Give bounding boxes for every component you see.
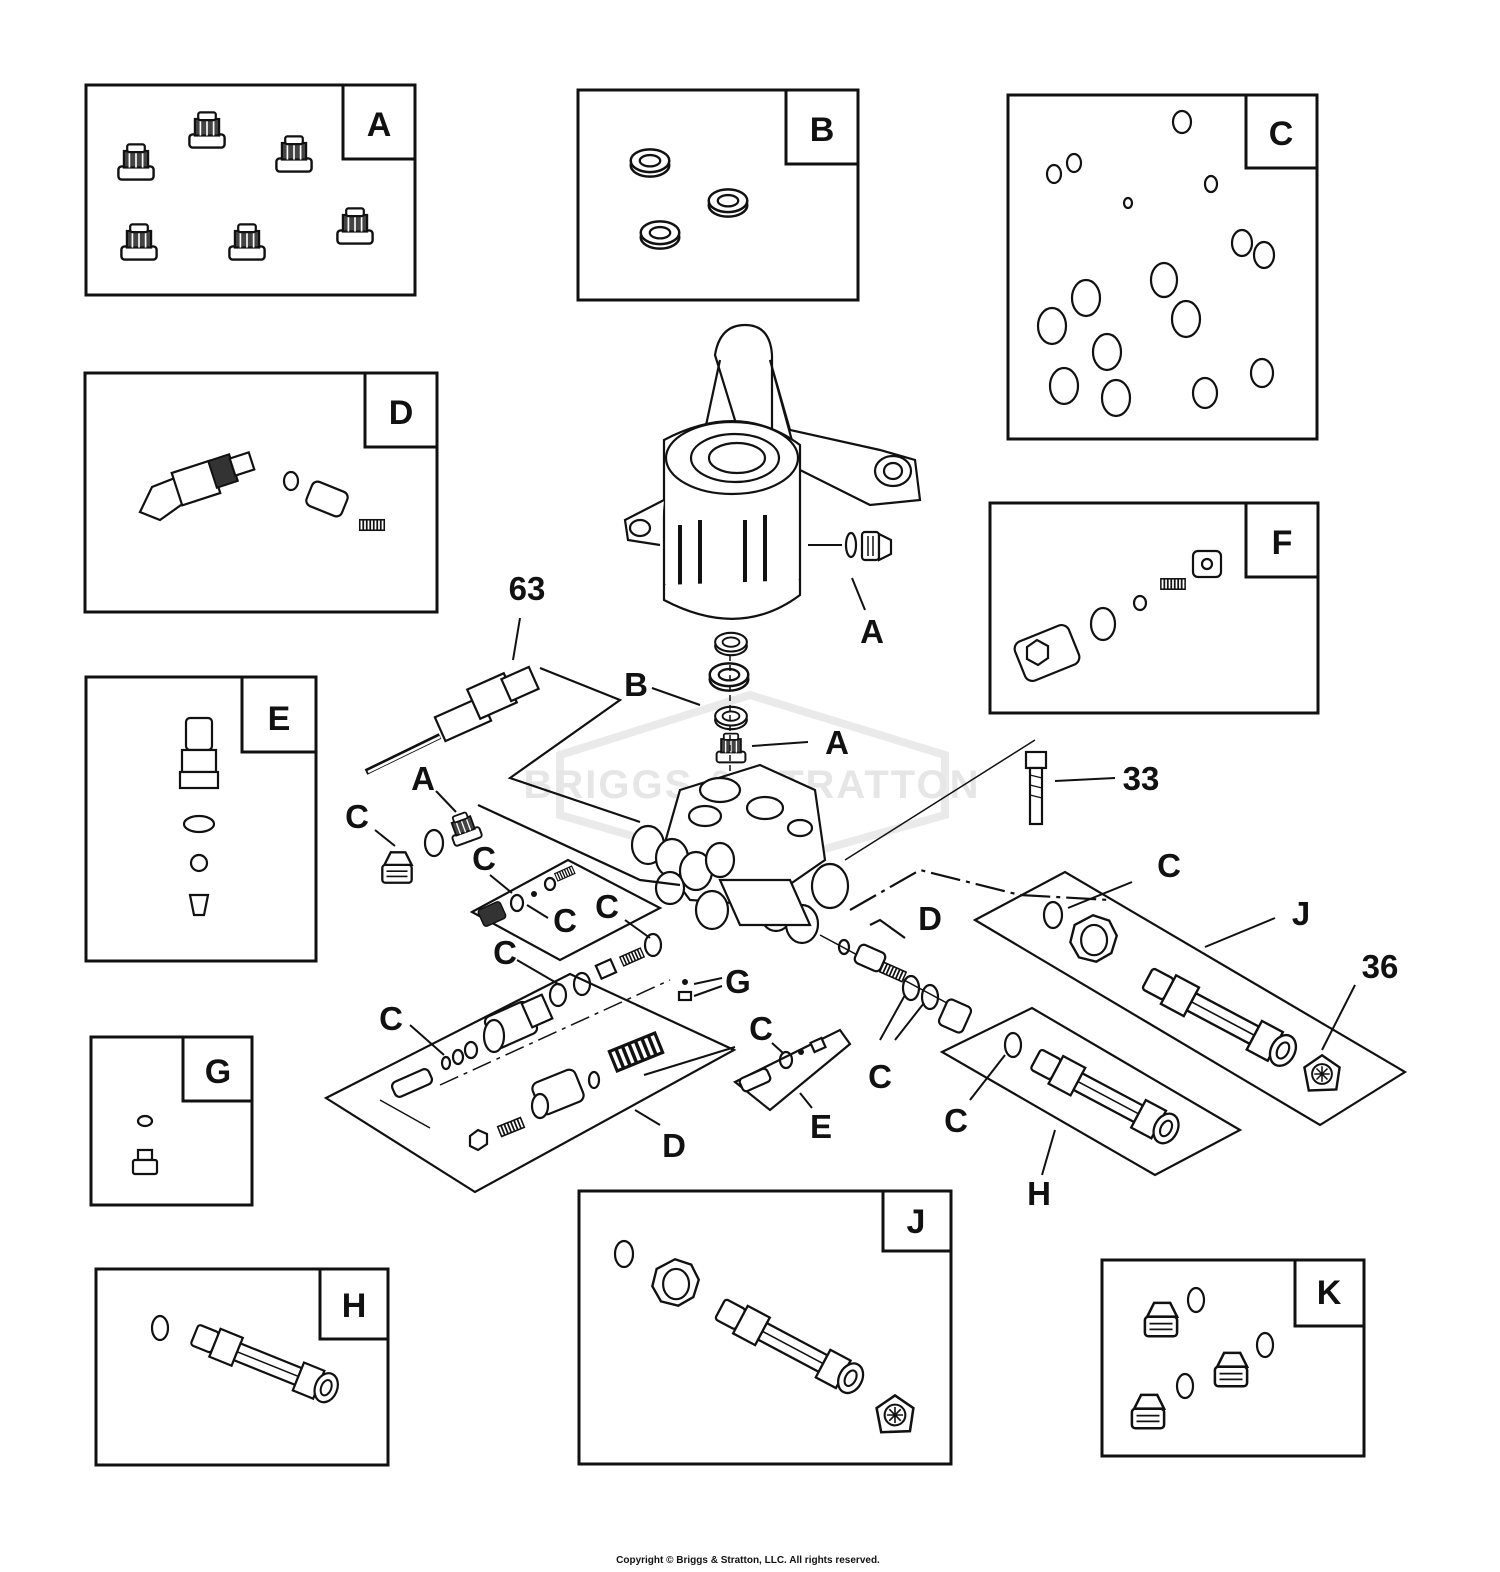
- kit-letter-h: H: [342, 1287, 367, 1325]
- kit-box-g: G: [89, 1035, 254, 1207]
- kit-box-h: H: [94, 1267, 390, 1467]
- callout-36: 36: [1362, 948, 1399, 985]
- pump-assembly: [323, 323, 1408, 1194]
- kit-letter-g: G: [205, 1053, 231, 1091]
- kit-box-f: F: [988, 501, 1320, 715]
- callout-e: E: [810, 1108, 832, 1145]
- callout-a-valve: A: [825, 724, 849, 761]
- callout-c-mid-2: C: [493, 934, 517, 971]
- callouts: 63 A B A 33 A C C C C C C G C D C E D C …: [345, 570, 1398, 1212]
- callout-63: 63: [509, 570, 546, 607]
- kit-box-e: E: [84, 675, 318, 963]
- callout-c-j: C: [1157, 847, 1181, 884]
- kit-letter-b: B: [810, 111, 835, 149]
- callout-g: G: [725, 963, 751, 1000]
- callout-c-right-d: C: [868, 1058, 892, 1095]
- callout-c-small-1: C: [472, 840, 496, 877]
- kit-letter-c: C: [1269, 115, 1294, 153]
- callout-c-mid-1: C: [595, 888, 619, 925]
- kit-letter-a: A: [367, 106, 392, 144]
- kit-box-b: B: [576, 88, 860, 302]
- kit-letter-d: D: [389, 394, 414, 432]
- callout-d-bottom: D: [662, 1127, 686, 1164]
- callout-c-plug: C: [345, 798, 369, 835]
- kit-letter-k: K: [1317, 1274, 1342, 1312]
- callout-j: J: [1292, 895, 1310, 932]
- kit-letter-e: E: [268, 700, 291, 738]
- callout-c-h: C: [944, 1102, 968, 1139]
- callout-c-mid-3: C: [379, 1000, 403, 1037]
- kit-box-k: K: [1100, 1258, 1366, 1458]
- kit-letter-j: J: [907, 1203, 926, 1241]
- kit-box-j: J: [577, 1189, 953, 1466]
- kit-box-a: A: [84, 83, 417, 297]
- kit-box-d: D: [83, 371, 439, 614]
- callout-a-left: A: [411, 760, 435, 797]
- callout-h: H: [1027, 1175, 1051, 1212]
- callout-33: 33: [1123, 760, 1160, 797]
- kit-box-c: C: [1006, 93, 1319, 441]
- copyright-notice: Copyright © Briggs & Stratton, LLC. All …: [616, 1555, 880, 1566]
- callout-b: B: [624, 666, 648, 703]
- callout-a-housing: A: [860, 613, 884, 650]
- kit-letter-f: F: [1272, 524, 1293, 562]
- callout-d-right: D: [918, 900, 942, 937]
- callout-c-e: C: [749, 1010, 773, 1047]
- callout-c-small-2: C: [553, 902, 577, 939]
